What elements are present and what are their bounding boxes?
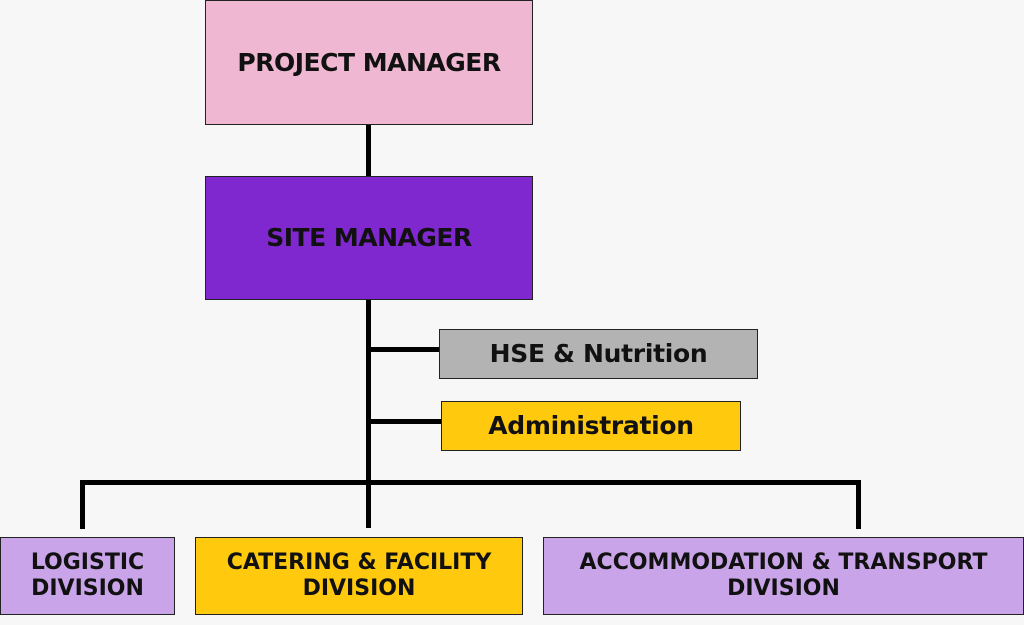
node-label: LOGISTIC DIVISION — [30, 550, 145, 601]
node-project-manager: PROJECT MANAGER — [205, 0, 533, 125]
node-accommodation-transport-division: ACCOMMODATION & TRANSPORT DIVISION — [543, 537, 1024, 615]
node-hse-nutrition: HSE & Nutrition — [439, 329, 758, 379]
node-administration: Administration — [441, 401, 741, 451]
connector-pm-sm — [366, 125, 371, 176]
node-label: PROJECT MANAGER — [237, 47, 501, 77]
node-label: ACCOMMODATION & TRANSPORT DIVISION — [579, 550, 988, 601]
connector-division-bar — [80, 480, 861, 485]
connector-trunk — [366, 300, 371, 528]
node-label: SITE MANAGER — [266, 223, 472, 253]
node-label: CATERING & FACILITY DIVISION — [226, 550, 492, 601]
node-logistic-division: LOGISTIC DIVISION — [0, 537, 175, 615]
node-label: HSE & Nutrition — [489, 339, 708, 369]
connector-logistic — [80, 480, 85, 529]
node-catering-facility-division: CATERING & FACILITY DIVISION — [195, 537, 523, 615]
connector-administration — [366, 419, 441, 424]
connector-accommodation — [856, 480, 861, 529]
node-label: Administration — [488, 411, 694, 441]
node-site-manager: SITE MANAGER — [205, 176, 533, 300]
connector-hse — [366, 347, 439, 352]
